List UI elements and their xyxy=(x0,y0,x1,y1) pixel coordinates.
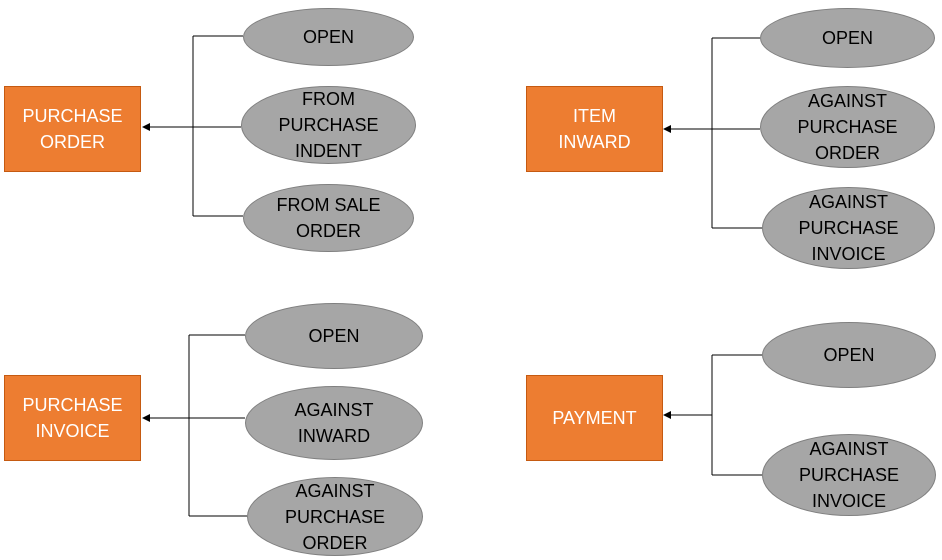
purchase-order-source-from-purchase-indent: FROM PURCHASE INDENT xyxy=(241,86,416,164)
payment-box: PAYMENT xyxy=(526,375,663,461)
item-inward-source-open: OPEN xyxy=(760,8,935,68)
purchase-invoice-box: PURCHASE INVOICE xyxy=(4,375,141,461)
purchase-order-source-from-sale-order: FROM SALE ORDER xyxy=(243,184,414,252)
item-inward-box: ITEM INWARD xyxy=(526,86,663,172)
item-inward-source-against-purchase-order: AGAINST PURCHASE ORDER xyxy=(760,86,935,168)
connector-payment xyxy=(663,354,762,476)
connector-item-inward xyxy=(663,37,762,229)
purchase-invoice-source-against-inward: AGAINST INWARD xyxy=(245,386,423,460)
payment-source-against-purchase-invoice: AGAINST PURCHASE INVOICE xyxy=(762,434,936,516)
payment-source-open: OPEN xyxy=(762,322,936,388)
purchase-order-source-open: OPEN xyxy=(243,8,414,66)
purchase-invoice-source-against-purchase-order: AGAINST PURCHASE ORDER xyxy=(247,477,423,556)
connector-purchase-invoice xyxy=(142,334,247,517)
connector-purchase-order xyxy=(142,35,243,217)
item-inward-source-against-purchase-invoice: AGAINST PURCHASE INVOICE xyxy=(762,187,935,269)
purchase-invoice-source-open: OPEN xyxy=(245,303,423,369)
purchase-order-box: PURCHASE ORDER xyxy=(4,86,141,172)
